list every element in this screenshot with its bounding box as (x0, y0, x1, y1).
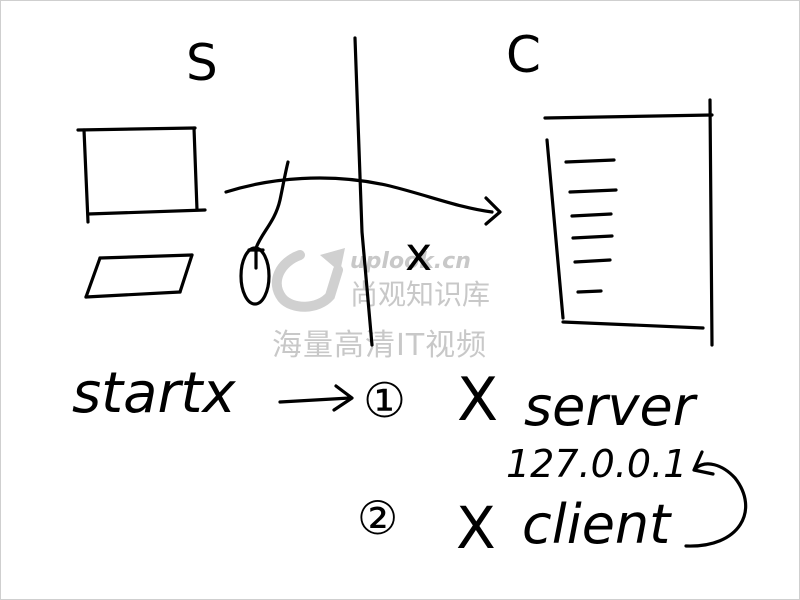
monitor-icon (76, 126, 207, 224)
step1-number: ① (363, 373, 406, 429)
watermark-line1: 尚观知识库 (350, 278, 490, 311)
loopback-arrowhead-icon (692, 450, 715, 476)
keyboard-icon (84, 253, 194, 299)
x-mark: x (405, 227, 432, 281)
divider-line (353, 36, 374, 347)
step2-client-label: client (522, 493, 672, 556)
loopback-curved-arrow (684, 462, 748, 548)
step2-x: X (456, 494, 496, 562)
client-side-label: C (506, 26, 541, 84)
step1-x: X (457, 365, 498, 435)
connection-line (224, 176, 494, 214)
watermark-domain: uplook.cn (350, 249, 471, 274)
watermark-logo-icon (271, 248, 345, 312)
mouse-icon (239, 160, 290, 306)
connection-arrowhead-icon (484, 196, 502, 226)
loopback-address: 127.0.0.1 (506, 442, 687, 486)
step1-server-label: server (524, 375, 698, 438)
command-arrow (278, 396, 352, 404)
command-startx: startx (72, 361, 236, 426)
server-side-label: S (186, 34, 218, 92)
watermark-line2: 海量高清IT视频 (272, 328, 487, 363)
command-arrowhead-icon (332, 384, 354, 412)
step2-number: ② (357, 491, 398, 545)
client-window-icon (543, 98, 714, 347)
